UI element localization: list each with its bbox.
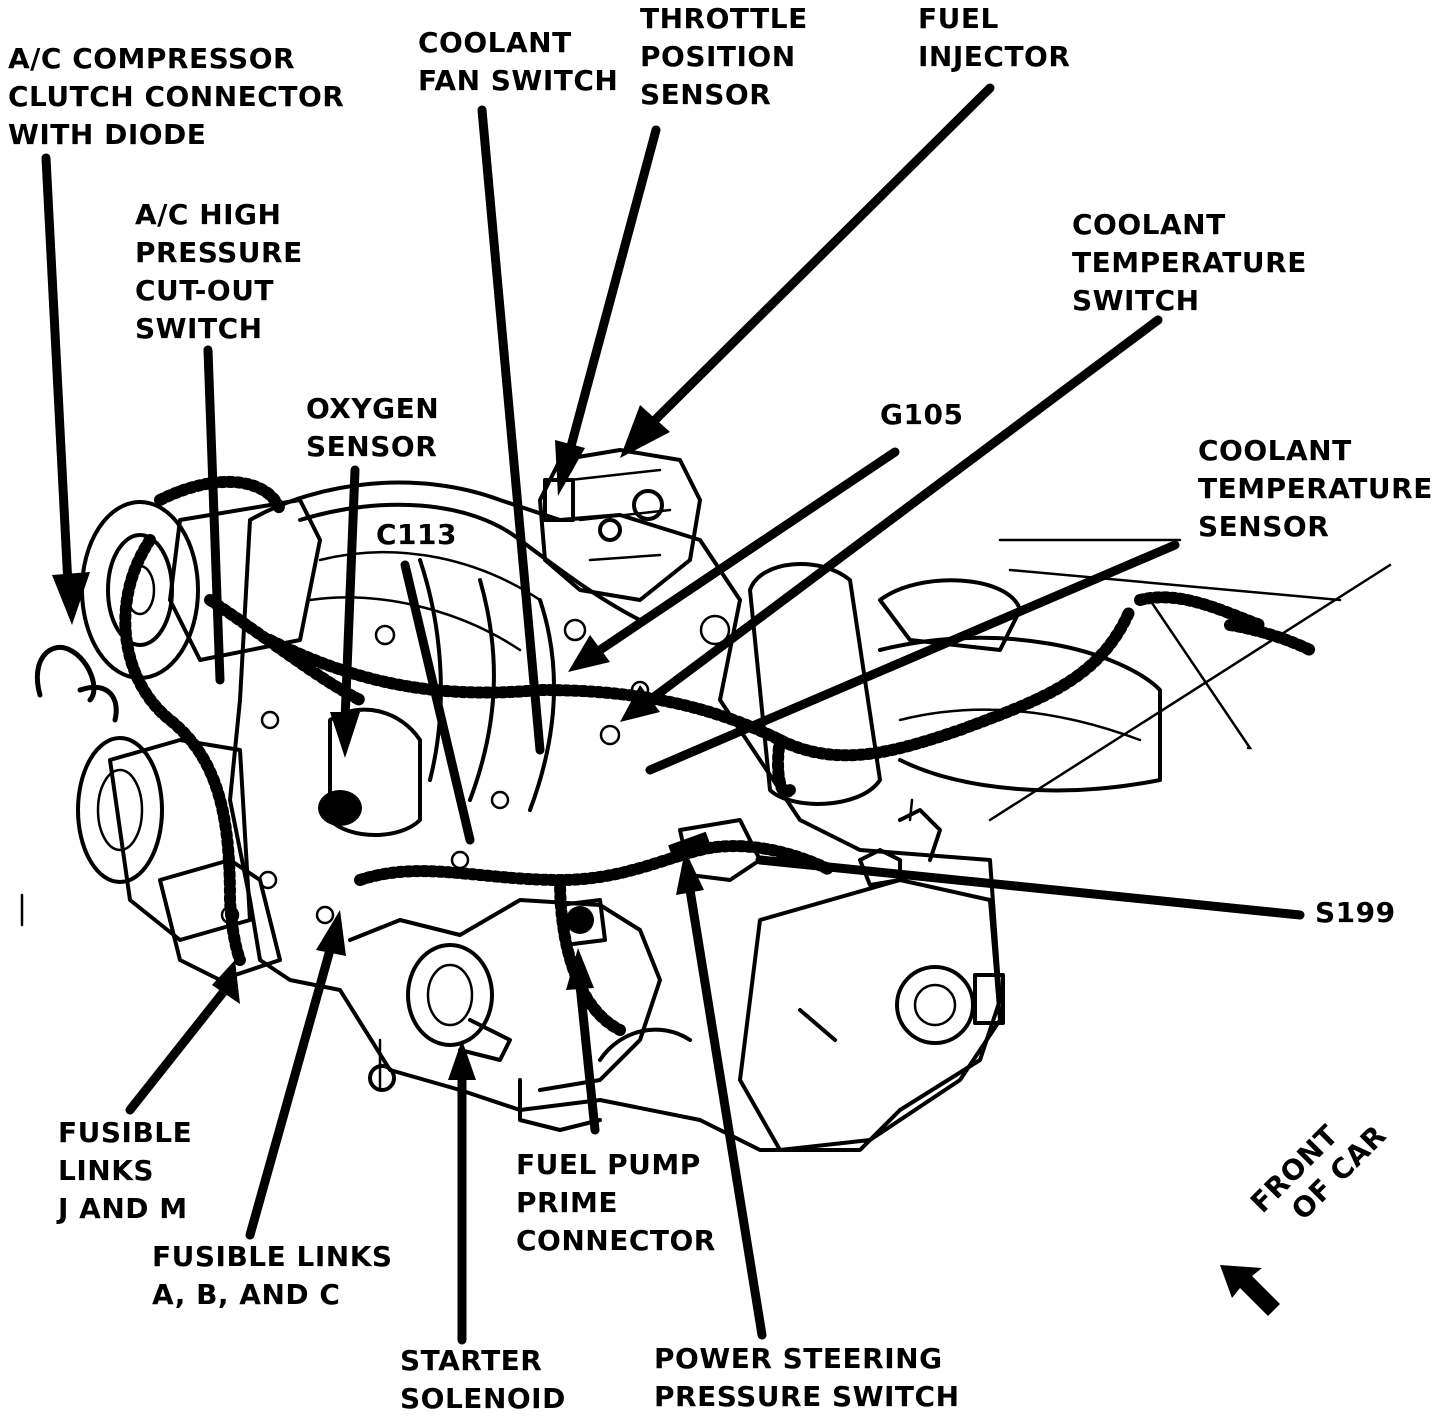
leader-coolant-fan-switch — [477, 105, 545, 755]
leader-lines — [20, 83, 1305, 1345]
arrowhead-fuel-injector — [620, 405, 670, 458]
leader-ac-high-pressure — [203, 345, 225, 685]
arrowhead-starter-solenoid — [448, 1040, 476, 1080]
arrowhead-g105 — [568, 635, 610, 672]
label-fusible-links-j-m: FUSIBLE LINKS J AND M — [58, 1116, 193, 1225]
leader-throttle-position — [565, 125, 661, 455]
leader-oxygen-sensor — [340, 465, 360, 725]
leader-s199 — [755, 855, 1305, 920]
label-coolant-temperature-sensor: COOLANT TEMPERATURE SENSOR — [1198, 434, 1433, 543]
leader-coolant-temp-switch — [645, 315, 1163, 705]
arrowhead-power-steering — [676, 850, 704, 895]
front-of-car-arrow — [1220, 1265, 1280, 1316]
leader-fusible-abc — [245, 945, 335, 1240]
leader-c113 — [400, 560, 475, 845]
arrowhead-fusible-jm — [212, 960, 240, 1004]
label-ac-high-pressure-switch: A/C HIGH PRESSURE CUT-OUT SWITCH — [135, 198, 303, 345]
label-throttle-position-sensor: THROTTLE POSITION SENSOR — [640, 2, 808, 111]
label-coolant-temperature-switch: COOLANT TEMPERATURE SWITCH — [1072, 208, 1307, 317]
label-c113: C113 — [376, 518, 457, 551]
label-g105: G105 — [880, 398, 964, 431]
leader-ac-compressor — [41, 153, 73, 590]
leader-coolant-temp-sensor — [645, 540, 1180, 775]
leader-fuel-injector — [650, 83, 995, 425]
label-coolant-fan-switch: COOLANT FAN SWITCH — [418, 26, 619, 97]
label-s199: S199 — [1315, 896, 1396, 929]
leader-fusible-jm — [125, 985, 230, 1115]
arrowhead-oxygen-sensor — [330, 712, 360, 758]
arrowhead-coolant-temp-switch — [620, 685, 660, 722]
wiring-harness — [34, 475, 1316, 1036]
label-starter-solenoid: STARTER SOLENOID — [400, 1344, 566, 1415]
label-ac-compressor-clutch: A/C COMPRESSOR CLUTCH CONNECTOR WITH DIO… — [8, 42, 345, 151]
label-fusible-links-a-b-c: FUSIBLE LINKS A, B, AND C — [152, 1240, 393, 1311]
label-power-steering-pressure-switch: POWER STEERING PRESSURE SWITCH — [654, 1342, 960, 1413]
leader-g105 — [595, 447, 900, 655]
arrowhead-ac-compressor — [52, 572, 90, 625]
arrowhead-fusible-abc — [316, 910, 346, 956]
arrowhead-fuel-pump-prime — [566, 948, 594, 990]
arrowhead-throttle-position — [555, 440, 585, 496]
leader-fuel-pump-prime — [575, 980, 600, 1135]
label-oxygen-sensor: OXYGEN SENSOR — [306, 392, 440, 463]
label-fuel-pump-prime-connector: FUEL PUMP PRIME CONNECTOR — [516, 1148, 716, 1257]
label-fuel-injector: FUEL INJECTOR — [918, 2, 1071, 73]
engine-drawing — [76, 448, 1392, 1152]
leader-power-steering — [685, 885, 767, 1340]
